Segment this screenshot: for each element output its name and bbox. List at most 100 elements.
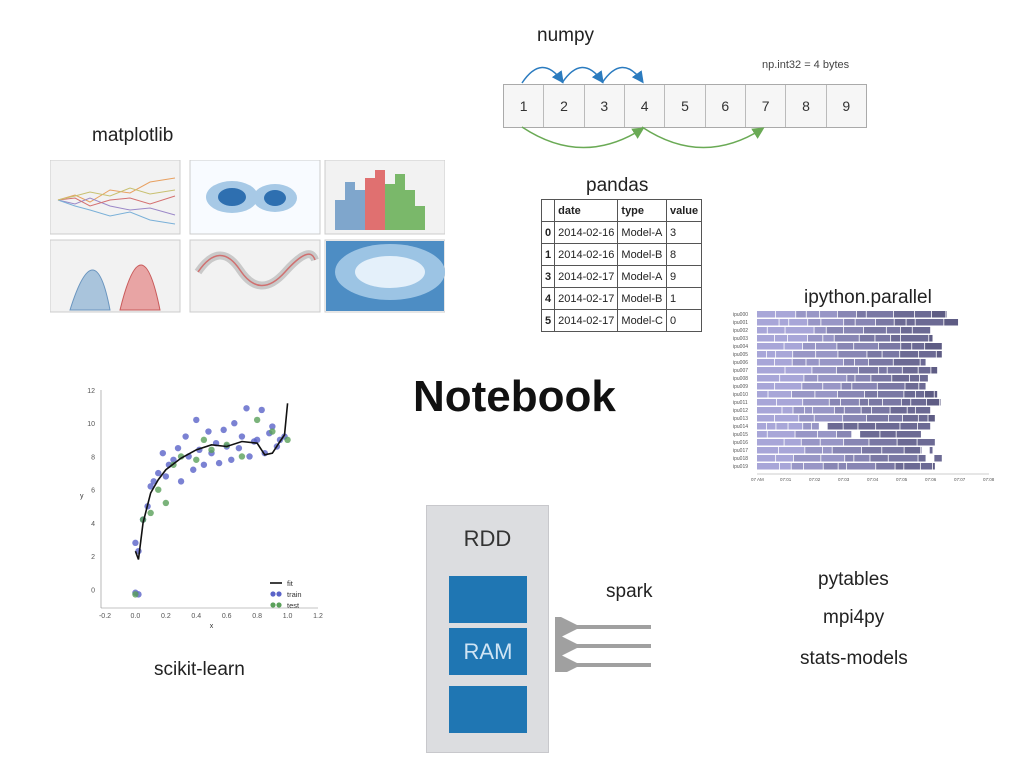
gantt-task [782,407,793,414]
gantt-task [757,431,767,438]
table-cell: 9 [665,265,703,288]
ipython-parallel-label: ipython.parallel [804,287,932,308]
gantt-task [806,311,820,318]
gantt-tick-label: 07:06 [925,477,937,482]
x-tick-label: 0.6 [222,613,232,620]
train-point [162,473,170,480]
test-point [147,509,154,517]
train-point [155,469,162,477]
table-cell: 2014-02-17 [554,287,619,310]
gantt-task [891,335,900,342]
gantt-task [916,391,925,398]
x-tick-label: 0.0 [131,613,141,620]
numpy-cell-4: 4 [625,85,666,127]
matplotlib-gallery [50,160,445,313]
train-point [269,423,276,430]
gantt-task [757,447,779,454]
gantt-task [893,359,920,366]
fit-line [134,403,289,560]
gantt-engine-label: ipu007 [733,368,748,374]
gantt-task [859,399,869,406]
gantt-task [757,351,767,358]
table-cell: 1 [540,243,556,266]
gantt-task [779,319,789,326]
y-tick-label: 12 [87,388,95,395]
table-cell: Model-A [617,265,667,288]
pandas-header-index [540,199,556,222]
numpy-label: numpy [537,25,595,46]
gantt-task [836,431,852,438]
test-point [200,436,208,444]
gantt-task [838,351,867,358]
mpl-sine-fit [189,239,321,313]
gantt-task [917,439,935,446]
gantt-task [879,367,887,374]
numpy-arc-1 [521,66,564,84]
gantt-task [892,375,910,382]
gantt-task [816,351,838,358]
x-tick-label: 0.2 [161,613,171,620]
gantt-engine-label: ipu017 [733,448,748,454]
gantt-task [757,383,775,390]
gantt-task [757,455,776,462]
gantt-task [757,375,780,382]
gantt-task [795,431,818,438]
gantt-task [904,447,921,454]
gantt-task [863,327,886,334]
gantt-task [932,463,935,470]
gantt-task [905,383,919,390]
gantt-task [801,439,820,446]
gantt-task [826,327,844,334]
train-point [174,444,182,452]
y-tick-label: 10 [87,421,95,428]
gantt-task [887,367,902,374]
gantt-task [900,423,918,430]
gantt-engine-label: ipu009 [733,384,748,390]
gantt-task [788,423,803,430]
gantt-engine-label: ipu012 [733,408,748,414]
gantt-task [836,367,859,374]
gantt-task [921,447,922,454]
gantt-engine-label: ipu003 [733,336,748,342]
train-point [170,456,177,463]
numpy-arc-3 [601,66,644,84]
gantt-task [837,391,865,398]
gantt-tick-label: 07 AM [751,477,764,482]
gantt-task [855,375,871,382]
gantt-task [774,359,792,366]
gantt-task [906,319,915,326]
gantt-task [859,335,875,342]
gantt-task [767,431,795,438]
gantt-task [785,327,814,334]
rdd-label: RDD [463,526,512,551]
gantt-task [877,383,905,390]
legend-label-test: test [287,601,300,610]
rdd-container: RDD RAM [426,505,549,753]
gantt-task [818,375,847,382]
gantt-task [918,415,928,422]
legend-train-swatch [270,591,276,597]
spark-arrows [555,617,651,672]
gantt-task [757,311,775,318]
gantt-task [784,343,803,350]
gantt-task [855,319,876,326]
gantt-task [888,415,903,422]
gantt-task [806,359,819,366]
gantt-task [944,319,959,326]
gantt-task [919,375,928,382]
table-cell: 0 [665,309,703,332]
pytables-label: pytables [818,569,889,590]
mpl-kde [50,239,181,313]
gantt-task [776,399,803,406]
test-point [155,486,162,493]
x-axis-label: x [210,623,214,630]
rdd-block-ram: RAM [449,628,527,675]
y-tick-label: 4 [91,521,95,528]
gantt-task [915,407,931,414]
gantt-engine-label: ipu010 [733,392,748,398]
gantt-task [886,327,901,334]
